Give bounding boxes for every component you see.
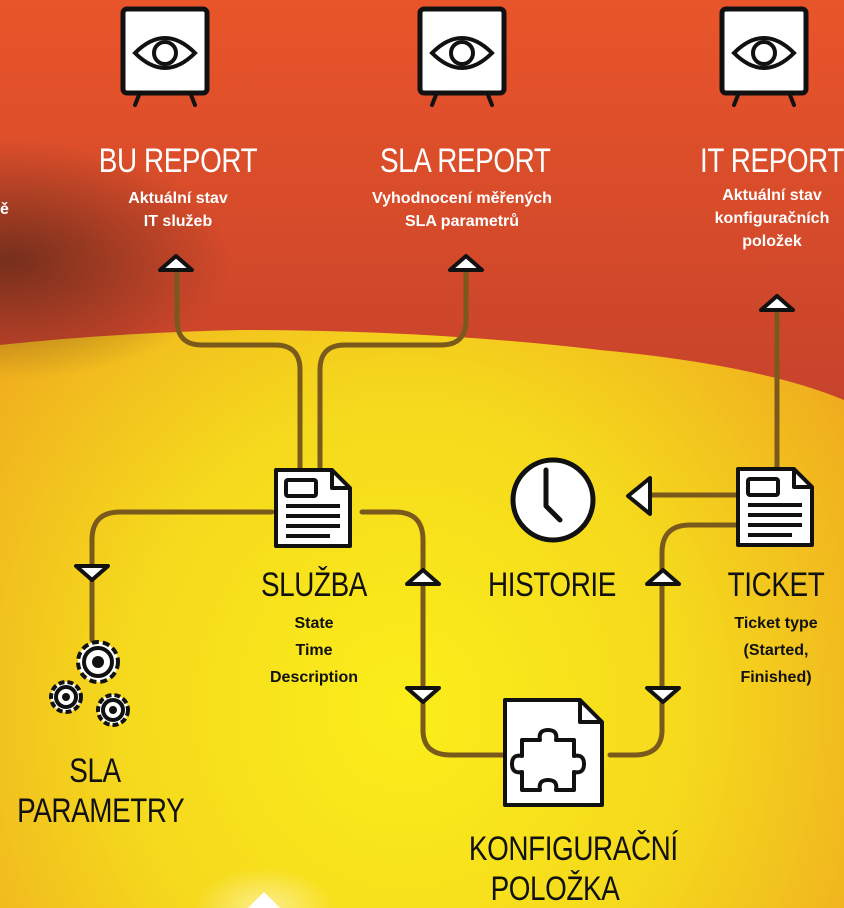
connector-lines (89, 267, 780, 758)
sluzba-line-3: Description (269, 669, 358, 686)
bu-report-line-1: Aktuální stav (128, 190, 228, 207)
konfiguracni-line-2: POLOŽKA (490, 870, 620, 908)
sla-report-eye-monitor-icon (420, 9, 504, 105)
sla-parametry-gears-icon (49, 640, 130, 727)
sla-report-line-2: SLA parametrů (404, 213, 520, 230)
sla-report-title: SLA REPORT (380, 142, 551, 180)
sla-parametry-line-2: PARAMETRY (17, 792, 185, 830)
it-report-line-3: položek (742, 233, 802, 250)
it-report-line-2: konfiguračních (714, 210, 830, 227)
historie-arrow-left-icon (626, 476, 652, 516)
ticket-line-3: Finished) (740, 669, 812, 686)
sluzba-document-icon (274, 468, 352, 548)
bu-report-title: BU REPORT (98, 142, 258, 180)
left-partial-text: ě (0, 201, 9, 218)
background-glow (195, 868, 335, 908)
it-report-line-1: Aktuální stav (722, 187, 822, 204)
ticket-document-icon (736, 467, 814, 547)
historie-clock-icon (510, 457, 596, 543)
it-report-title: IT REPORT (699, 142, 844, 180)
sla-parametry-line-1: SLA (69, 752, 121, 790)
it-report-eye-monitor-icon (722, 9, 806, 105)
sluzba-line-1: State (294, 615, 334, 632)
bu-report-line-2: IT služeb (143, 213, 213, 230)
sla-report-line-1: Vyhodnocení měřených (372, 190, 552, 207)
bottom-partial-arrow (248, 892, 280, 908)
historie-title: HISTORIE (488, 566, 616, 604)
ticket-line-1: Ticket type (734, 615, 818, 632)
background-shadow (0, 140, 230, 380)
ticket-line-2: (Started, (743, 642, 809, 659)
konfiguracni-line-1: KONFIGURAČNÍ (468, 830, 678, 868)
ticket-title: TICKET (727, 566, 825, 604)
sluzba-line-2: Time (295, 642, 333, 659)
sluzba-title: SLUŽBA (260, 566, 367, 604)
bu-report-eye-monitor-icon (123, 9, 207, 105)
konfiguracni-puzzle-document-icon (503, 698, 604, 807)
